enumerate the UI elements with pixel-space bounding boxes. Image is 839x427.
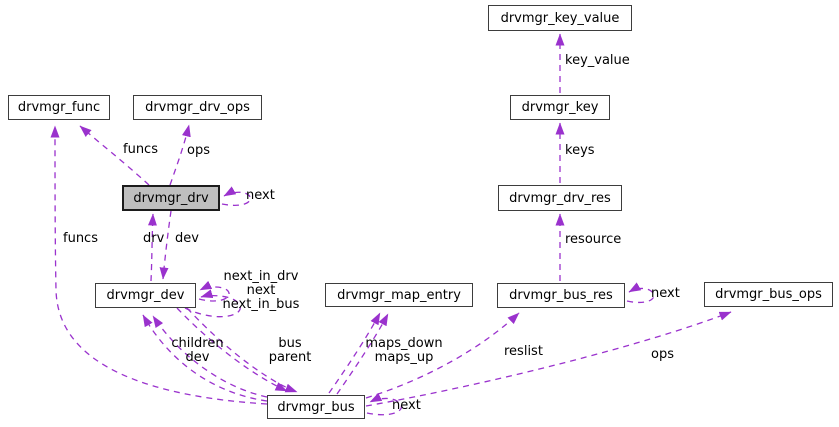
- node-drvmgr-drv[interactable]: drvmgr_drv: [122, 185, 220, 211]
- edge-dev-loop-2: [184, 289, 241, 318]
- edge-label-resource: resource: [565, 232, 622, 247]
- edge-label-reslist: reslist: [504, 344, 543, 359]
- node-drvmgr-bus[interactable]: drvmgr_bus: [267, 395, 365, 419]
- edge-label-maps: maps_down maps_up: [358, 337, 450, 365]
- node-drvmgr-drv-res[interactable]: drvmgr_drv_res: [498, 185, 622, 211]
- edge-label-ops-drv: ops: [187, 143, 210, 158]
- edge-maps-down: [328, 312, 381, 394]
- node-drvmgr-bus-ops[interactable]: drvmgr_bus_ops: [704, 282, 833, 307]
- edge-children: [152, 315, 268, 398]
- node-drvmgr-dev[interactable]: drvmgr_dev: [95, 283, 196, 308]
- edge-label-dev-self-loop: next_in_drv next next_in_bus: [206, 270, 316, 312]
- edge-label-maps-up: maps_up: [374, 350, 434, 365]
- edge-children-dev: [142, 314, 268, 402]
- edge-ops-bus: [365, 311, 732, 407]
- edge-next-drv-loop: [221, 186, 252, 206]
- edge-label-funcs-bus: funcs: [63, 231, 98, 246]
- edge-label-dev: dev: [175, 231, 199, 246]
- edge-label-next-bus: next: [392, 398, 421, 413]
- edge-label-bus-parent: bus parent: [258, 337, 322, 365]
- edge-label-parent: parent: [268, 350, 312, 365]
- node-drvmgr-key[interactable]: drvmgr_key: [510, 95, 610, 120]
- edge-ops-drv: [169, 124, 191, 186]
- edge-funcs-bus: [50, 125, 268, 405]
- edge-label-drv: drv: [143, 231, 165, 246]
- edge-label-next-drv: next: [246, 188, 275, 203]
- edge-label-children-dev: children dev: [155, 337, 240, 365]
- edge-funcs-drv: [79, 125, 150, 186]
- edge-dev-loop-1: [198, 280, 230, 302]
- edge-dev: [159, 210, 172, 280]
- node-drvmgr-key-value[interactable]: drvmgr_key_value: [488, 5, 632, 31]
- edge-label-maps-down: maps_down: [365, 336, 443, 351]
- edge-label-next-in-bus: next_in_bus: [222, 297, 300, 312]
- node-drvmgr-bus-res[interactable]: drvmgr_bus_res: [497, 283, 625, 308]
- edge-label-key-value: key_value: [565, 53, 630, 68]
- edge-label-bus: bus: [278, 336, 302, 351]
- edge-maps-up: [336, 313, 389, 395]
- node-drvmgr-map-entry[interactable]: drvmgr_map_entry: [325, 283, 473, 307]
- edge-drv: [147, 213, 157, 282]
- edge-label-next-in-drv: next_in_drv: [223, 269, 299, 284]
- node-drvmgr-func[interactable]: drvmgr_func: [8, 95, 110, 120]
- edge-bus: [176, 307, 288, 392]
- edge-label-children-dev-line2: dev: [185, 350, 210, 365]
- edge-next-bus-loop: [366, 392, 403, 416]
- node-drvmgr-drv-ops[interactable]: drvmgr_drv_ops: [133, 95, 262, 120]
- edge-label-next-bus-res: next: [651, 286, 680, 301]
- edge-label-funcs-drv: funcs: [123, 142, 158, 157]
- edge-label-next-dev: next: [246, 283, 276, 298]
- edge-label-keys: keys: [565, 143, 595, 158]
- edge-reslist: [365, 312, 520, 399]
- edge-label-children: children: [171, 336, 224, 351]
- edge-parent: [186, 307, 298, 393]
- edge-next-bus-res-loop: [626, 282, 655, 304]
- edge-label-ops-bus: ops: [651, 347, 674, 362]
